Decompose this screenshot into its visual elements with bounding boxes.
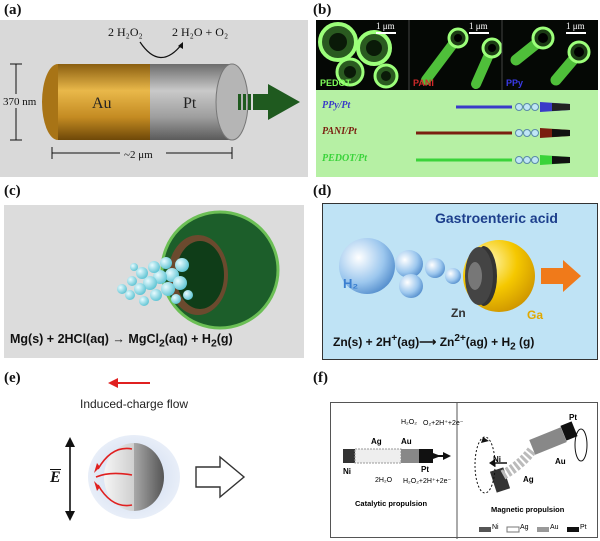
cat-pt-label: Pt — [421, 465, 429, 474]
cat-au-label: Au — [401, 437, 412, 446]
cat-ni-label: Ni — [343, 467, 351, 476]
row-label-ppy: PPy/Pt — [322, 100, 351, 111]
mag-ag-label: Ag — [523, 475, 534, 484]
catalytic-motor — [343, 448, 451, 464]
panel-label-b: (b) — [313, 2, 332, 18]
acid-title: Gastroenteric acid — [435, 210, 558, 226]
cat-ag-label: Ag — [371, 437, 382, 446]
panel-label-e: (e) — [4, 370, 21, 386]
ga-label: Ga — [527, 308, 544, 322]
reaction-arrow — [139, 41, 183, 59]
row-ppy — [456, 102, 570, 112]
panel-c-mg-motor: Mg(s) + 2HCl(aq) → MgCl2(aq) + H2(g) — [4, 205, 304, 358]
legend-ag: Ag — [520, 524, 529, 531]
image-label-ppy: PPy — [506, 78, 524, 88]
motion-arrow — [238, 84, 300, 120]
panel-b-tubes: 1 μm 1 μm 1 μm PEDOT PANI PPy PPy/Pt PAN… — [316, 20, 598, 177]
sem-image-ppy — [510, 26, 591, 86]
panel-d-zn-motor: Gastroenteric acid H₂ Zn Ga Zn(s) + 2H+(… — [322, 203, 598, 360]
sem-image-pani — [421, 27, 503, 89]
row-pedot — [416, 155, 570, 165]
row-pani — [416, 128, 570, 138]
propulsion-arrow — [541, 260, 581, 292]
hydrogen-bubbles — [117, 257, 193, 306]
image-label-pedot: PEDOT — [320, 78, 352, 88]
row-label-pedot: PEDOT/Pt — [322, 153, 367, 164]
field-label: E — [50, 469, 61, 486]
h2-bubble-1 — [339, 238, 395, 294]
flow-line-bottom — [97, 484, 133, 507]
panel-label-c: (c) — [4, 183, 21, 199]
reaction-product: 2 H₂O + O₂ — [172, 25, 228, 39]
au-label: Au — [92, 95, 112, 112]
zn-label: Zn — [451, 306, 466, 320]
panel-f-segmented-motors: Ni Ag Au Pt H₂O₂ O₂+2H⁺+2e⁻ 2H₂O H₂O₂+2H… — [330, 402, 598, 539]
length-label: ~2 μm — [124, 149, 153, 161]
motion-direction-arrow — [195, 455, 246, 499]
mg-reaction-equation: Mg(s) + 2HCl(aq) → MgCl2(aq) + H2(g) — [10, 332, 233, 350]
flow-line-top — [97, 447, 133, 470]
panel-label-f: (f) — [313, 370, 328, 386]
legend-swatches — [479, 526, 579, 533]
induced-flow-label: Induced-charge flow — [80, 397, 189, 411]
mag-au-label: Au — [555, 457, 566, 466]
reaction-reactant: 2 H₂O₂ — [108, 25, 143, 39]
zn-reaction-equation: Zn(s) + 2H+(ag)⟶ Zn2+(ag) + H2 (g) — [333, 333, 535, 353]
magnetic-caption: Magnetic propulsion — [491, 505, 565, 514]
panel-e-janus: Induced-charge flow E — [0, 375, 306, 541]
pt-label: Pt — [183, 95, 197, 112]
h2-label: H₂ — [343, 276, 359, 291]
mag-ni-label: Ni — [493, 455, 501, 464]
legend-ni: Ni — [492, 524, 499, 531]
h2-bubble-4 — [425, 258, 445, 278]
legend-au: Au — [550, 524, 559, 531]
au-segment — [58, 64, 150, 140]
scale-bar-2: 1 μm — [469, 21, 488, 31]
panel-label-d: (d) — [313, 183, 332, 199]
flow-line-mid — [95, 472, 133, 478]
h2-bubble-5 — [445, 268, 461, 284]
row-label-pani: PANI/Pt — [322, 126, 357, 137]
sem-image-pedot — [318, 22, 399, 89]
image-label-pani: PANI — [413, 78, 434, 88]
h2-bubble-3 — [399, 274, 423, 298]
height-label: 370 nm — [3, 96, 37, 108]
scale-bar-1: 1 μm — [376, 21, 395, 31]
cat-bottom-reaction-2: H₂O₂+2H⁺+2e⁻ — [403, 478, 452, 485]
mag-pt-label: Pt — [569, 413, 577, 422]
scale-bar-3: 1 μm — [566, 21, 585, 31]
panel-label-a: (a) — [4, 2, 22, 18]
cat-top-reaction-1: H₂O₂ — [401, 419, 417, 426]
legend-pt: Pt — [580, 524, 587, 531]
h2-bubble-2 — [395, 250, 423, 278]
catalytic-caption: Catalytic propulsion — [355, 499, 428, 508]
cat-bottom-reaction-1: 2H₂O — [375, 477, 393, 484]
cat-top-reaction-2: O₂+2H⁺+2e⁻ — [423, 420, 464, 427]
panel-a-nanomotor: 2 H₂O₂ 2 H₂O + O₂ Au Pt 370 nm ~2 μm — [0, 20, 308, 177]
janus-particle — [134, 443, 164, 511]
magnetic-motor — [474, 421, 588, 494]
